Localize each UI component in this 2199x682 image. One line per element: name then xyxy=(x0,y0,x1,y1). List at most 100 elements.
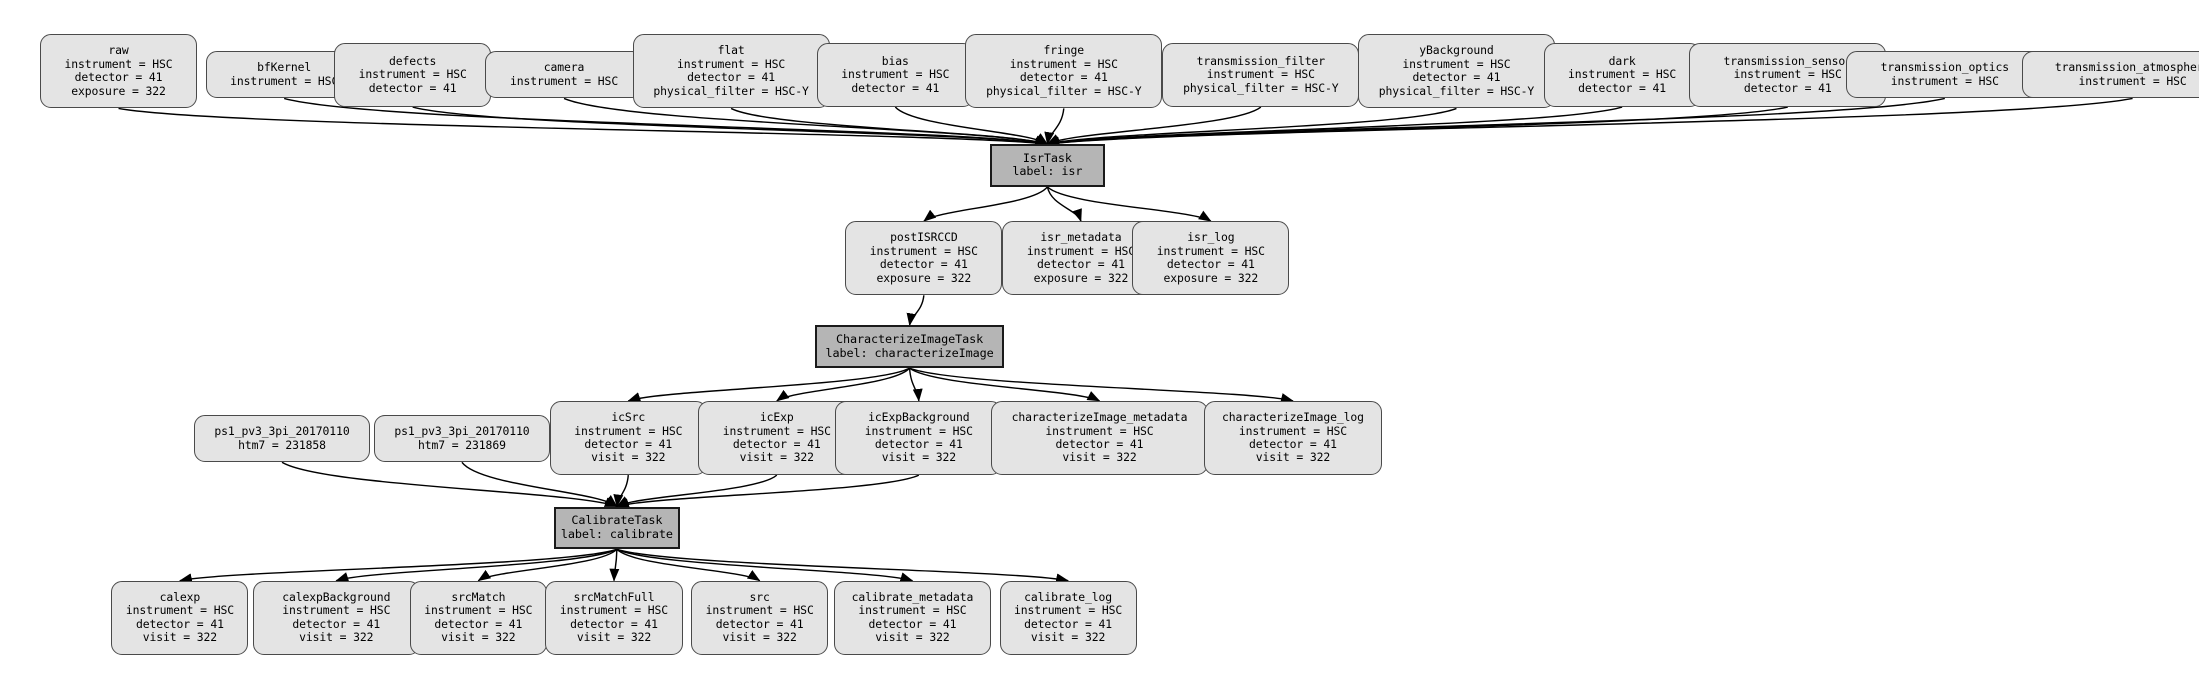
node-detail-line: instrument = HSC xyxy=(574,423,683,438)
node-title: calexpBackground xyxy=(282,589,391,604)
node-detail-line: detector = 41 xyxy=(570,616,658,631)
node-title: icSrc xyxy=(611,410,646,425)
graph-edge xyxy=(335,548,618,582)
node-detail-line: physical_filter = HSC-Y xyxy=(1378,83,1535,98)
node-detail-line: instrument = HSC xyxy=(1568,67,1677,82)
node-detail-line: instrument = HSC xyxy=(1733,67,1842,82)
graph-edge xyxy=(118,107,1049,148)
node-detail-line: detector = 41 xyxy=(1055,437,1144,452)
graph-edge xyxy=(412,106,1049,148)
graph-edge xyxy=(894,106,1049,145)
node-detail-line: detector = 41 xyxy=(1019,70,1108,85)
node-detail-line: physical_filter = HSC-Y xyxy=(986,83,1142,98)
node-detail-line: instrument = HSC xyxy=(1045,423,1154,438)
graph-edge xyxy=(609,549,620,582)
node-detail-line: detector = 41 xyxy=(715,616,804,631)
node-title: flat xyxy=(717,43,745,58)
graph-edge xyxy=(923,186,1048,222)
graph-edge xyxy=(776,367,911,402)
node-detail-line: physical_filter = HSC-Y xyxy=(1183,80,1339,95)
node-detail-line: detector = 41 xyxy=(434,616,523,631)
node-detail-line: visit = 322 xyxy=(875,630,950,645)
node-detail-line: detector = 41 xyxy=(879,257,968,272)
graph-edge xyxy=(616,474,920,508)
node-detail-line: detector = 41 xyxy=(1036,257,1125,272)
node-title: raw xyxy=(108,43,129,58)
node-title: characterizeImage_log xyxy=(1222,410,1364,425)
graph-edge xyxy=(627,367,910,402)
node-detail-line: label: calibrate xyxy=(560,526,673,541)
node-detail-line: detector = 41 xyxy=(1743,80,1832,95)
node-detail-line: visit = 322 xyxy=(739,450,814,465)
node-detail-line: instrument = HSC xyxy=(1402,56,1511,71)
node-detail-line: visit = 322 xyxy=(1030,630,1106,645)
node-detail-line: detector = 41 xyxy=(1412,70,1501,85)
node-title: CharacterizeImageTask xyxy=(836,331,984,346)
node-detail-line: instrument = HSC xyxy=(1206,67,1315,82)
node-title: characterizeImage_metadata xyxy=(1011,410,1188,425)
node-detail-line: instrument = HSC xyxy=(1009,56,1118,71)
node-title: transmission_atmosphere xyxy=(2054,60,2199,75)
node-title: calexp xyxy=(159,589,201,604)
node-detail-line: instrument = HSC xyxy=(2078,73,2187,88)
node-detail-line: instrument = HSC xyxy=(869,243,978,258)
node-detail-line: visit = 322 xyxy=(881,450,957,465)
node-detail-line: exposure = 322 xyxy=(1033,270,1129,285)
node-detail-line: visit = 322 xyxy=(1255,450,1331,465)
node-detail-line: instrument = HSC xyxy=(1238,423,1348,438)
node-title: srcMatch xyxy=(451,589,506,604)
graph-edge xyxy=(477,548,618,582)
node-detail-line: visit = 322 xyxy=(722,630,797,645)
node-title: ps1_pv3_3pi_20170110 xyxy=(394,424,530,439)
node-detail-line: label: isr xyxy=(1012,164,1083,179)
graph-edge xyxy=(909,367,1101,402)
graph-edge xyxy=(1046,106,1623,147)
graph-edge xyxy=(908,368,923,402)
node-detail-line: instrument = HSC xyxy=(1014,603,1123,618)
graph-edge xyxy=(1046,186,1082,222)
graph-edge xyxy=(616,548,914,582)
node-title: src xyxy=(749,589,770,604)
node-title: icExpBackground xyxy=(868,410,970,425)
node-title: transmission_sensor xyxy=(1723,53,1853,68)
node-detail-line: detector = 41 xyxy=(1024,616,1112,631)
node-detail-line: instrument = HSC xyxy=(1156,243,1265,258)
node-detail-line: instrument = HSC xyxy=(722,423,831,438)
node-detail-line: exposure = 322 xyxy=(1163,270,1259,285)
node-detail-line: detector = 41 xyxy=(292,616,381,631)
node-detail-line: instrument = HSC xyxy=(509,73,619,88)
node-detail-line: instrument = HSC xyxy=(64,56,173,71)
graph-edge xyxy=(613,475,629,508)
